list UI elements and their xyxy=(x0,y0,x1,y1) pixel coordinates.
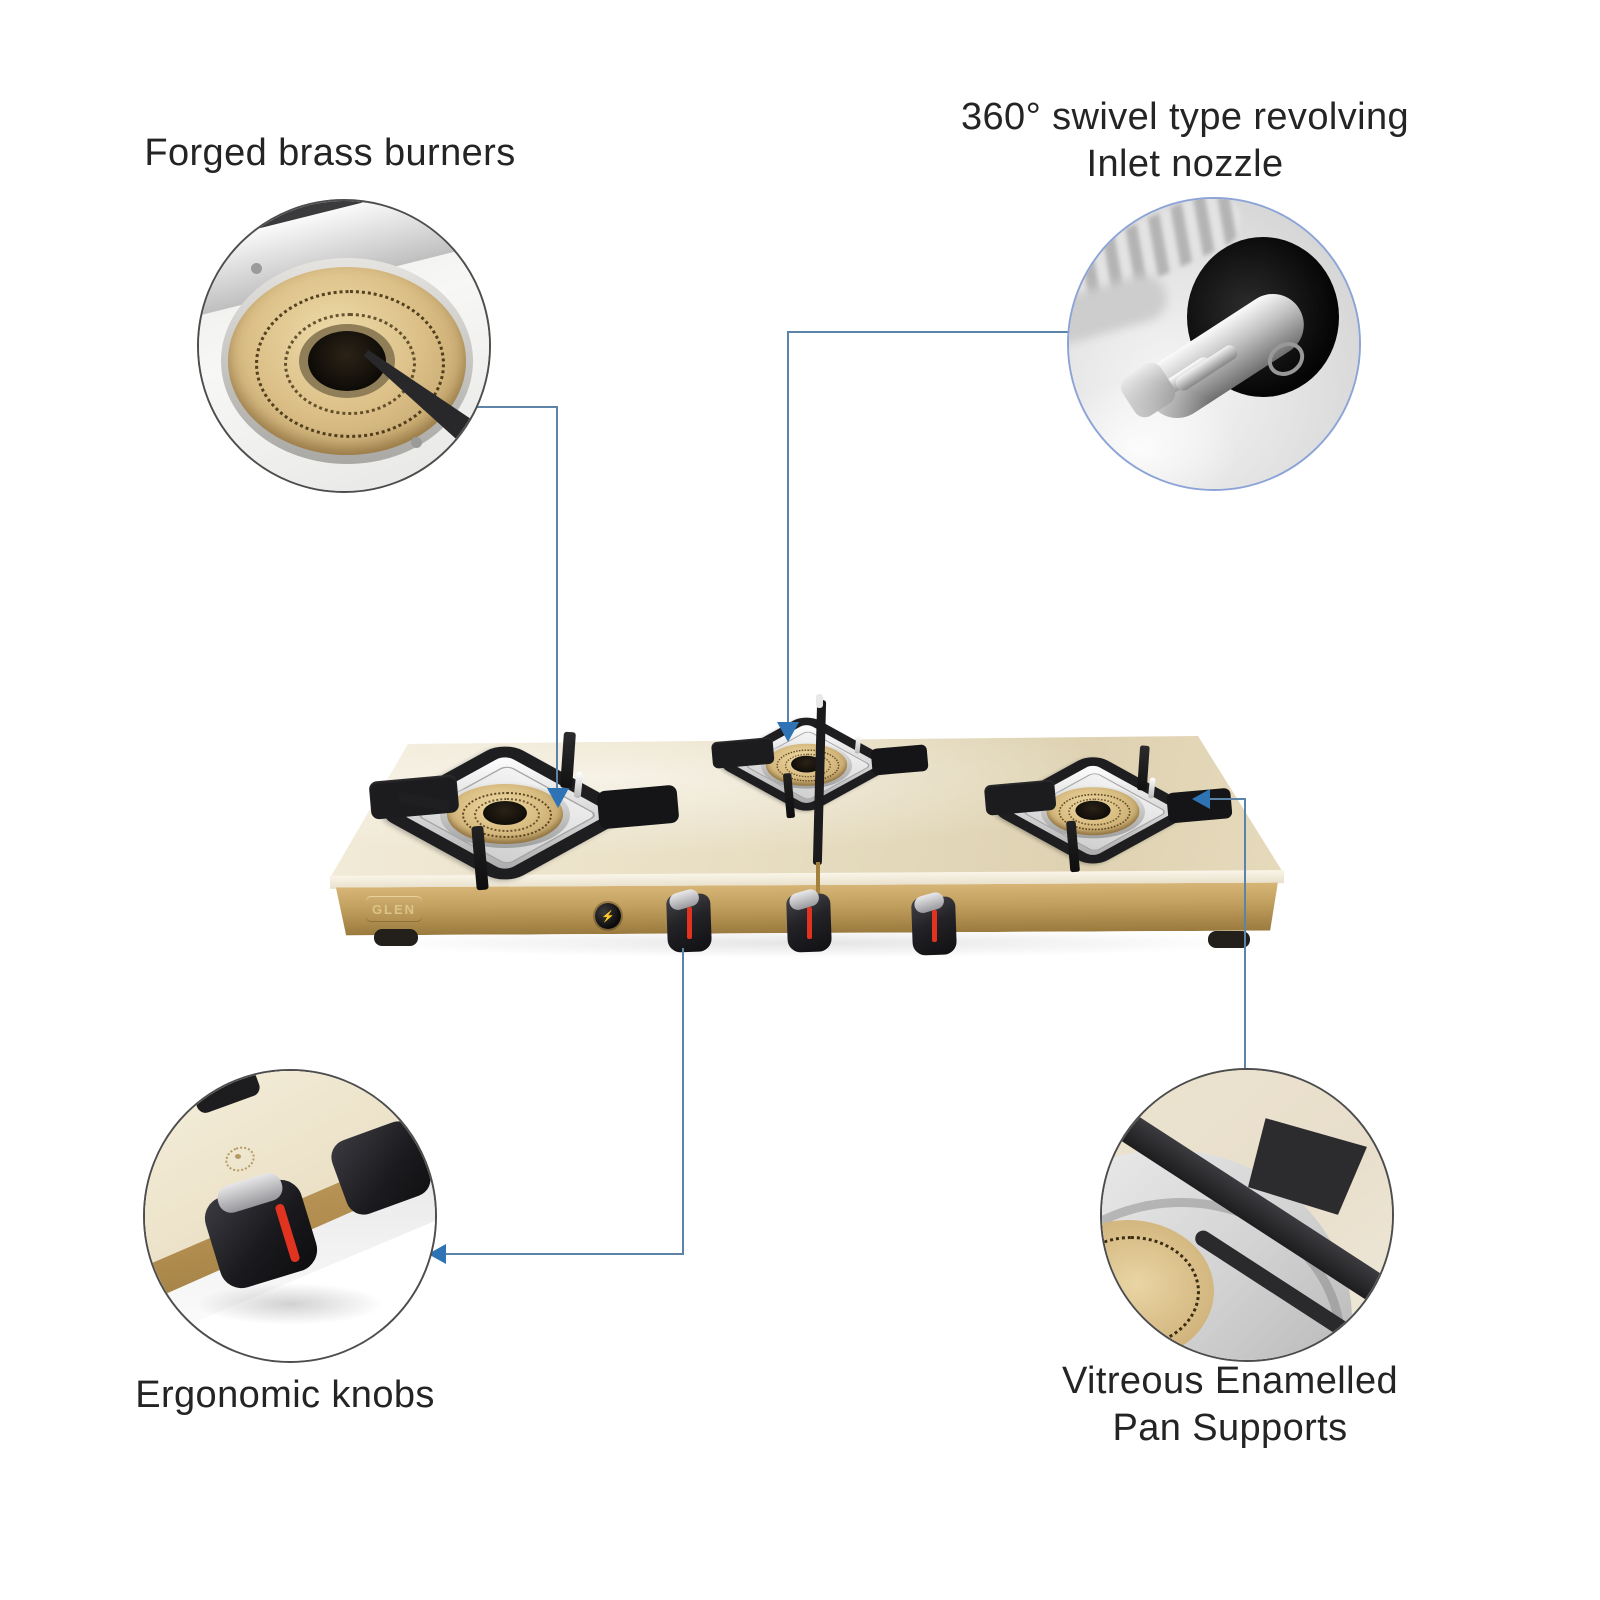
flame-holes-outer xyxy=(462,792,552,838)
inset-knobs-photo xyxy=(143,1069,437,1363)
label-inlet-nozzle: 360° swivel type revolving Inlet nozzle xyxy=(930,94,1440,188)
connector-pan-supports-vertical xyxy=(1244,798,1246,1068)
label-pan-supports: Vitreous Enamelled Pan Supports xyxy=(1000,1358,1460,1452)
arrowhead-nozzle xyxy=(777,722,799,742)
connector-nozzle-vertical xyxy=(787,331,789,722)
label-forged-brass-burners: Forged brass burners xyxy=(144,132,516,174)
brand-badge: GLEN xyxy=(366,896,422,922)
knob-indicator-stripe xyxy=(931,909,937,942)
connector-burners-vertical xyxy=(556,406,558,788)
burner-print-icon-dot xyxy=(235,1154,241,1159)
flame-holes-outer xyxy=(255,290,445,438)
knob-indicator-stripe xyxy=(686,906,692,939)
screw xyxy=(411,437,422,448)
label-ergonomic-knobs: Ergonomic knobs xyxy=(135,1374,435,1416)
inset-inlet-nozzle-photo xyxy=(1067,197,1361,491)
arrowhead-burners xyxy=(547,788,569,808)
knob-indicator-stripe xyxy=(806,906,812,939)
burner-center-hole xyxy=(1075,800,1111,820)
pan-support-wing-right xyxy=(596,784,680,830)
control-knob-2[interactable] xyxy=(786,887,832,953)
inset-pan-supports-photo xyxy=(1100,1068,1394,1362)
flame-holes-inner xyxy=(784,753,831,778)
flame-holes-outer xyxy=(776,749,840,782)
ignition-button[interactable]: ⚡ xyxy=(595,903,621,929)
burner-middle xyxy=(710,706,929,819)
knob-shadow xyxy=(195,1283,385,1325)
stove-foot xyxy=(1208,931,1250,948)
flame-holes-outer xyxy=(1058,793,1131,831)
control-knob-3[interactable] xyxy=(911,890,957,956)
pan-support-wing-left xyxy=(710,736,775,769)
arrowhead-pan-supports xyxy=(1192,789,1210,809)
pan-support-wing-left xyxy=(983,779,1057,816)
inset-brass-burner-photo xyxy=(197,199,491,493)
burner-right xyxy=(983,744,1233,873)
brass-drip-line xyxy=(816,862,820,908)
control-knob-1[interactable] xyxy=(666,887,712,953)
flame-holes-inner xyxy=(284,313,416,415)
connector-knobs-vertical xyxy=(682,948,684,1254)
connector-burners-horizontal xyxy=(462,406,558,408)
label-pan-supports-line2: Pan Supports xyxy=(1112,1407,1348,1449)
flame-holes-inner xyxy=(474,798,540,832)
connector-pan-supports-horizontal xyxy=(1210,798,1246,800)
burner-center-hole xyxy=(483,801,527,825)
connector-knobs-horizontal xyxy=(446,1253,684,1255)
connector-nozzle-horizontal xyxy=(788,331,1068,333)
flame-holes-inner xyxy=(1068,798,1121,826)
label-pan-supports-line1: Vitreous Enamelled xyxy=(1061,1360,1399,1402)
label-inlet-nozzle-line2: Inlet nozzle xyxy=(1086,143,1284,185)
label-inlet-nozzle-line1: 360° swivel type revolving xyxy=(960,96,1410,138)
tall-pan-support-blade-cap xyxy=(816,694,823,708)
burner-center-hole xyxy=(791,755,822,773)
lightning-bolt-icon: ⚡ xyxy=(601,910,615,923)
screw xyxy=(251,263,262,274)
stove-foot xyxy=(374,929,418,946)
pan-support-wing-right xyxy=(870,744,929,776)
burner-left xyxy=(368,730,680,891)
